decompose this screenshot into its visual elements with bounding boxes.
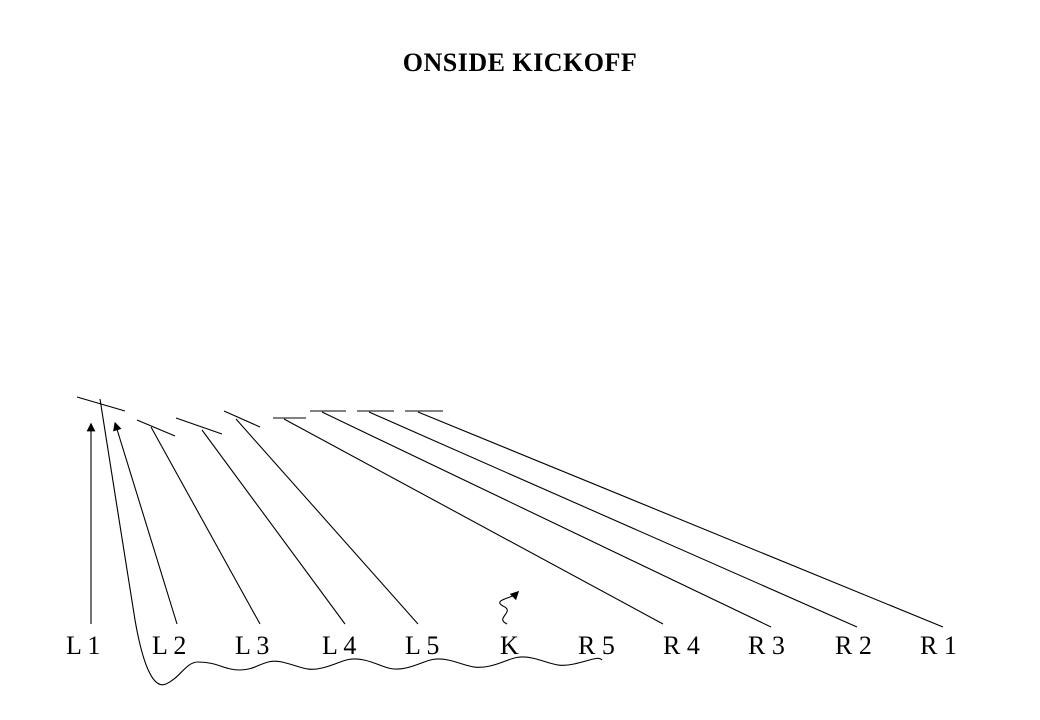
route-l5-stop	[223, 410, 261, 428]
player-labels: L 1 L 2 L 3 L 4 L 5 K R 5 R 4 R 3 R 2 R …	[66, 631, 957, 660]
player-label-r1: R 1	[920, 631, 957, 660]
player-label-l5: L 5	[405, 631, 439, 660]
route-l4	[201, 429, 346, 625]
route-r1	[417, 411, 944, 628]
player-label-l1: L 1	[66, 631, 100, 660]
route-k	[499, 590, 520, 625]
route-r2	[368, 411, 858, 628]
route-l3-stop	[136, 419, 176, 437]
player-label-r4: R 4	[663, 631, 700, 660]
player-label-r3: R 3	[748, 631, 785, 660]
player-label-l4: L 4	[322, 631, 356, 660]
route-r4	[283, 418, 664, 625]
route-r3	[321, 411, 772, 628]
route-r5	[76, 396, 603, 686]
route-l4-stop	[175, 417, 223, 435]
route-lines	[76, 396, 944, 686]
player-label-r2: R 2	[835, 631, 872, 660]
route-l2	[113, 421, 178, 625]
player-label-r5: R 5	[578, 631, 615, 660]
player-label-k: K	[500, 631, 519, 660]
player-label-l3: L 3	[235, 631, 269, 660]
player-label-l2: L 2	[152, 631, 186, 660]
diagram-title: ONSIDE KICKOFF	[402, 48, 638, 77]
route-l5	[235, 418, 419, 625]
route-l3	[150, 426, 261, 625]
